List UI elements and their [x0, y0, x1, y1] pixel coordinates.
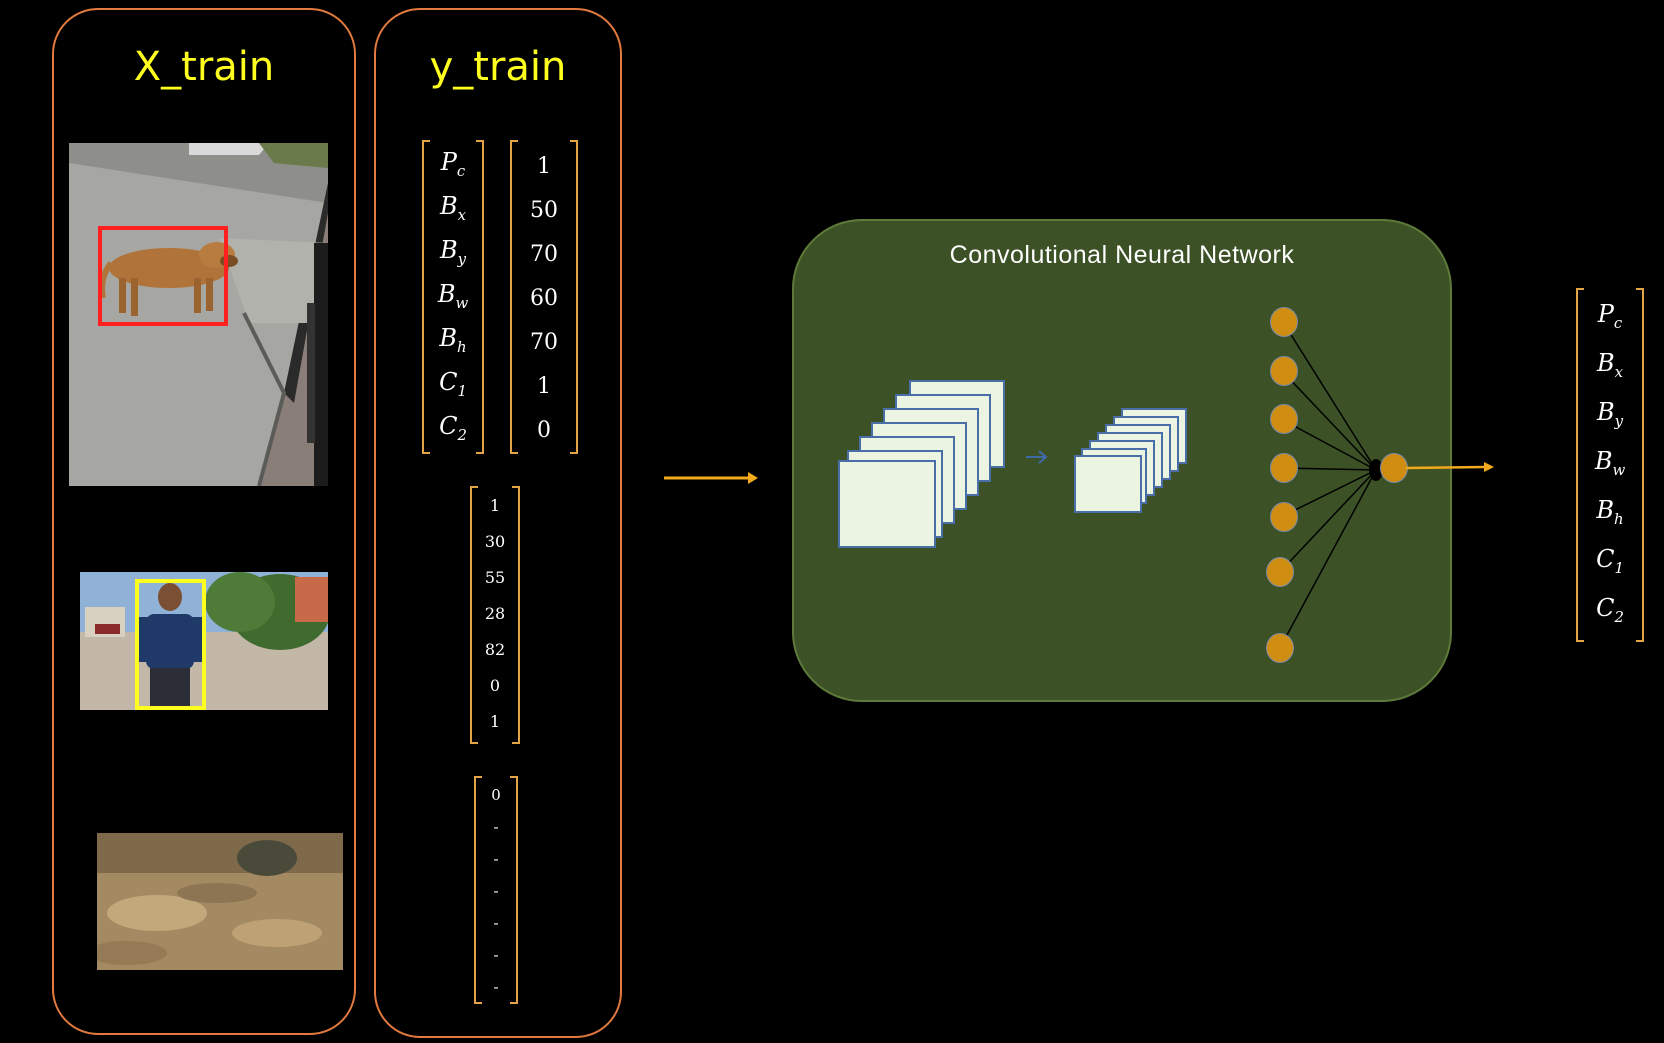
label-c1: C1 — [439, 368, 467, 400]
output-label-bx: Bx — [1596, 349, 1624, 381]
vector-value: 0 — [537, 418, 551, 443]
label-bw: Bw — [437, 280, 469, 312]
label-vector: Pc Bx By Bw Bh C1 C2 — [422, 140, 484, 454]
vector-value: - — [493, 882, 499, 900]
person-bounding-box — [135, 579, 206, 710]
arrow-right-icon — [664, 472, 758, 484]
vector-value: - — [493, 850, 499, 868]
left-bracket — [474, 776, 482, 1004]
output-label-bh: Bh — [1596, 496, 1624, 528]
vector-value: 30 — [484, 532, 506, 551]
vector-value: - — [493, 946, 499, 964]
right-bracket — [570, 140, 578, 454]
output-vector: Pc Bx By Bw Bh C1 C2 — [1576, 288, 1644, 642]
output-label-pc: Pc — [1597, 300, 1623, 332]
left-bracket — [1576, 288, 1584, 642]
vector-value: 0 — [489, 676, 501, 695]
vector-value: 55 — [484, 568, 506, 587]
arrow-right-icon — [1406, 462, 1494, 472]
vector-value: 70 — [530, 330, 558, 355]
neuron-node — [1270, 502, 1298, 532]
dog-bounding-box — [98, 226, 228, 326]
x-train-title: X_train — [133, 44, 275, 90]
neuron-node — [1266, 633, 1294, 663]
grass-image — [97, 833, 343, 970]
vector-value: 50 — [530, 198, 558, 223]
right-bracket — [476, 140, 484, 454]
label-pc: Pc — [440, 148, 466, 180]
neuron-node — [1270, 356, 1298, 386]
feature-map — [838, 460, 936, 548]
vector-value: 0 — [491, 786, 501, 804]
vector-value: 70 — [530, 242, 558, 267]
label-c2: C2 — [439, 412, 467, 444]
target-vector-2: 1 30 55 28 82 0 1 — [470, 486, 520, 744]
output-label-c1: C1 — [1596, 545, 1624, 577]
y-train-panel: y_train — [374, 8, 622, 1038]
vector-value: - — [493, 818, 499, 836]
vector-value: - — [493, 914, 499, 932]
vector-value: 28 — [484, 604, 506, 623]
label-bx: Bx — [439, 192, 467, 224]
person-image — [80, 572, 328, 710]
neuron-node — [1270, 404, 1298, 434]
vector-value: 1 — [489, 712, 501, 731]
output-label-by: By — [1596, 398, 1624, 430]
neuron-node — [1266, 557, 1294, 587]
target-vector-3: 0 - - - - - - — [474, 776, 518, 1004]
left-bracket — [470, 486, 478, 744]
vector-value: 1 — [537, 154, 551, 179]
label-bh: Bh — [439, 324, 467, 356]
right-bracket — [1636, 288, 1644, 642]
vector-value: 1 — [489, 496, 501, 515]
x-train-panel: X_train — [52, 8, 356, 1035]
output-neuron-node — [1380, 453, 1408, 483]
cnn-title: Convolutional Neural Network — [949, 241, 1295, 269]
vector-value: 82 — [484, 640, 506, 659]
neuron-node — [1270, 307, 1298, 337]
right-bracket — [512, 486, 520, 744]
output-label-bw: Bw — [1594, 447, 1626, 479]
vector-value: 60 — [530, 286, 558, 311]
output-label-c2: C2 — [1596, 594, 1624, 626]
left-bracket — [510, 140, 518, 454]
arrow-right-icon — [1026, 450, 1048, 464]
right-bracket — [510, 776, 518, 1004]
neuron-node — [1270, 453, 1298, 483]
left-bracket — [422, 140, 430, 454]
vector-value: - — [493, 978, 499, 996]
vector-value: 1 — [537, 374, 551, 399]
feature-map — [1074, 455, 1142, 513]
target-vector-1: 1 50 70 60 70 1 0 — [510, 140, 578, 454]
y-train-title: y_train — [429, 44, 567, 90]
dog-image — [69, 143, 328, 486]
label-by: By — [439, 236, 467, 268]
